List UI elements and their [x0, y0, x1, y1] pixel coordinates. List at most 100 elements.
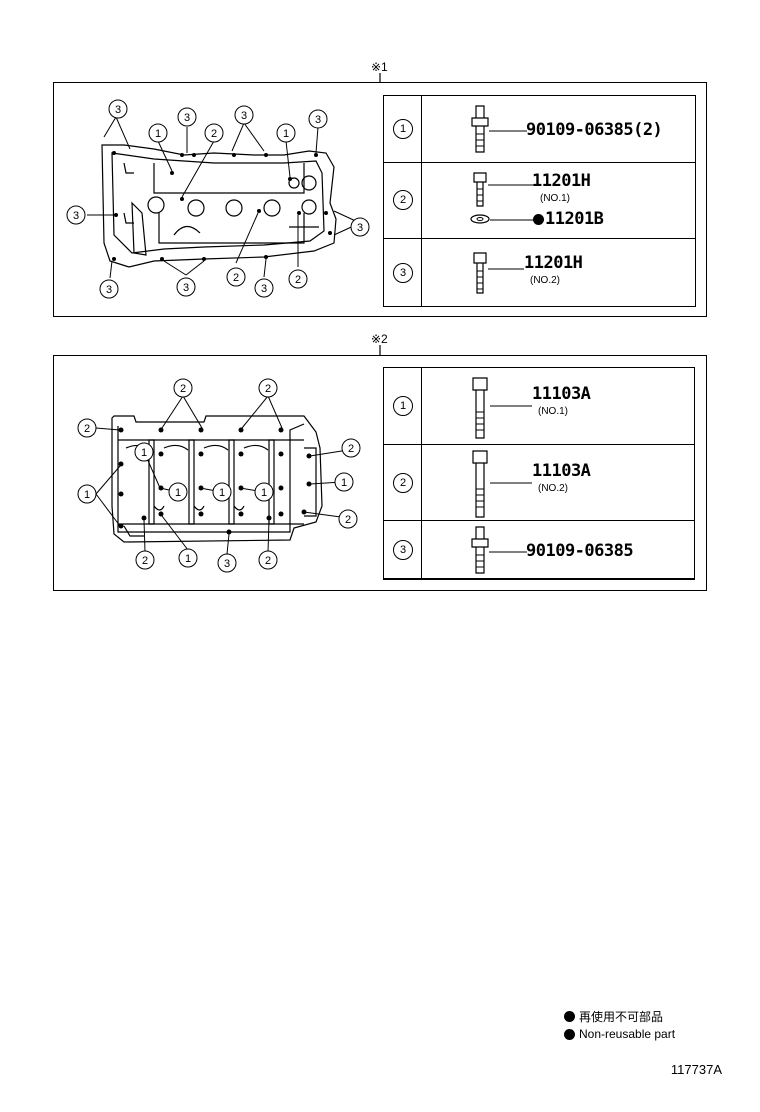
callout-2: 2 — [77, 418, 97, 438]
bolt-icon — [473, 252, 487, 294]
document-number: 117737A — [670, 1062, 722, 1077]
part-suffix: (NO.2) — [538, 483, 568, 494]
svg-text:3: 3 — [261, 283, 267, 295]
svg-text:3: 3 — [73, 210, 79, 222]
callout-2: 2 — [338, 509, 358, 529]
svg-text:2: 2 — [180, 383, 186, 395]
svg-text:3: 3 — [315, 114, 321, 126]
legend-num: 3 — [393, 263, 413, 283]
legend-row-1: 1 90109-06385(2) — [384, 96, 695, 162]
svg-text:2: 2 — [211, 128, 217, 140]
panel2-ref-mark: ※2 — [371, 332, 388, 346]
callout-3: 3 — [66, 205, 86, 225]
svg-text:1: 1 — [261, 487, 267, 499]
svg-text:2: 2 — [84, 423, 90, 435]
part-number: 11103A — [532, 461, 591, 481]
bolt-icon — [473, 172, 487, 207]
legend-non-reusable-jp: 再使用不可部品 — [564, 1008, 663, 1025]
part-number: 11201H — [524, 253, 583, 273]
callout-1: 1 — [134, 442, 154, 462]
svg-text:3: 3 — [115, 104, 121, 116]
callout-2: 2 — [258, 550, 278, 570]
legend-num: 3 — [393, 540, 413, 560]
non-reusable-en-label: Non-reusable part — [579, 1027, 676, 1041]
part-suffix: (NO.1) — [538, 406, 568, 417]
panel1-ref-mark: ※1 — [371, 60, 388, 74]
washer-icon — [470, 214, 490, 224]
legend-num: 2 — [393, 473, 413, 493]
callout-2: 2 — [341, 438, 361, 458]
bolt-with-collar-icon — [471, 526, 489, 574]
callout-3: 3 — [108, 99, 128, 119]
callout-1: 1 — [77, 484, 97, 504]
svg-text:1: 1 — [341, 477, 347, 489]
svg-text:3: 3 — [184, 112, 190, 124]
callout-2: 2 — [204, 123, 224, 143]
legend-row-1: 1 11103A (NO.1) — [384, 368, 694, 444]
callout-1: 1 — [254, 482, 274, 502]
part-number: 11103A — [532, 384, 591, 404]
legend-row-2: 2 11201H (NO.1) 11201B — [384, 162, 695, 238]
long-bolt-icon — [472, 450, 488, 518]
callout-3: 3 — [177, 107, 197, 127]
callout-3: 3 — [176, 277, 196, 297]
callout-3: 3 — [308, 109, 328, 129]
legend-non-reusable-en: Non-reusable part — [564, 1027, 675, 1041]
callout-1: 1 — [168, 482, 188, 502]
svg-text:3: 3 — [241, 110, 247, 122]
svg-text:2: 2 — [345, 514, 351, 526]
svg-text:1: 1 — [84, 489, 90, 501]
svg-text:3: 3 — [106, 284, 112, 296]
svg-text:3: 3 — [224, 558, 230, 570]
callout-1: 1 — [334, 472, 354, 492]
bearing-cap-diagram: 2 2 2 1 1 1 1 1 2 1 2 2 1 3 2 — [77, 378, 361, 573]
callout-3: 3 — [234, 105, 254, 125]
legend-row-2: 2 11103A (NO.2) — [384, 444, 694, 520]
non-reusable-dot — [564, 1028, 575, 1040]
callout-2: 2 — [288, 269, 308, 289]
callout-2: 2 — [226, 267, 246, 287]
bolt-with-collar-icon — [471, 105, 489, 153]
part-suffix: (NO.2) — [530, 275, 560, 286]
svg-text:1: 1 — [175, 487, 181, 499]
svg-text:2: 2 — [142, 555, 148, 567]
legend-row-3: 3 11201H (NO.2) — [384, 238, 695, 306]
callout-2: 2 — [173, 378, 193, 398]
part-number: 11201B — [545, 209, 604, 229]
svg-text:2: 2 — [265, 555, 271, 567]
svg-text:1: 1 — [219, 487, 225, 499]
panel1-legend: 1 90109-06385(2) 2 11201H (NO.1) 11201B … — [383, 95, 696, 307]
svg-text:2: 2 — [295, 274, 301, 286]
panel1: 3 3 3 3 1 2 1 3 3 3 3 2 3 2 1 90109-0638… — [53, 82, 707, 317]
svg-text:1: 1 — [185, 553, 191, 565]
callout-3: 3 — [217, 553, 237, 573]
callout-1: 1 — [212, 482, 232, 502]
cylinder-head-cover-diagram: 3 3 3 3 1 2 1 3 3 3 3 2 3 2 — [66, 99, 370, 299]
svg-text:2: 2 — [233, 272, 239, 284]
callout-3: 3 — [99, 279, 119, 299]
long-bolt-icon — [472, 377, 488, 439]
part-number: 90109-06385 — [526, 541, 634, 561]
legend-num: 1 — [393, 396, 413, 416]
non-reusable-dot — [533, 214, 544, 225]
part-number: 11201H — [532, 171, 591, 191]
panel2-ref-tick — [379, 345, 381, 356]
callout-3: 3 — [350, 217, 370, 237]
callout-1: 1 — [276, 123, 296, 143]
non-reusable-jp-label: 再使用不可部品 — [579, 1010, 664, 1024]
callout-1: 1 — [178, 548, 198, 568]
callout-1: 1 — [148, 123, 168, 143]
svg-text:2: 2 — [265, 383, 271, 395]
part-number: 90109-06385(2) — [526, 120, 663, 140]
svg-text:2: 2 — [348, 443, 354, 455]
svg-text:1: 1 — [155, 128, 161, 140]
panel1-ref-tick — [379, 73, 381, 83]
callout-2: 2 — [258, 378, 278, 398]
svg-text:1: 1 — [283, 128, 289, 140]
legend-num: 2 — [393, 190, 413, 210]
panel2: 2 2 2 1 1 1 1 1 2 1 2 2 1 3 2 1 11103A (… — [53, 355, 707, 591]
callout-3: 3 — [254, 278, 274, 298]
svg-text:1: 1 — [141, 447, 147, 459]
part-suffix: (NO.1) — [540, 193, 570, 204]
non-reusable-dot — [564, 1011, 575, 1022]
